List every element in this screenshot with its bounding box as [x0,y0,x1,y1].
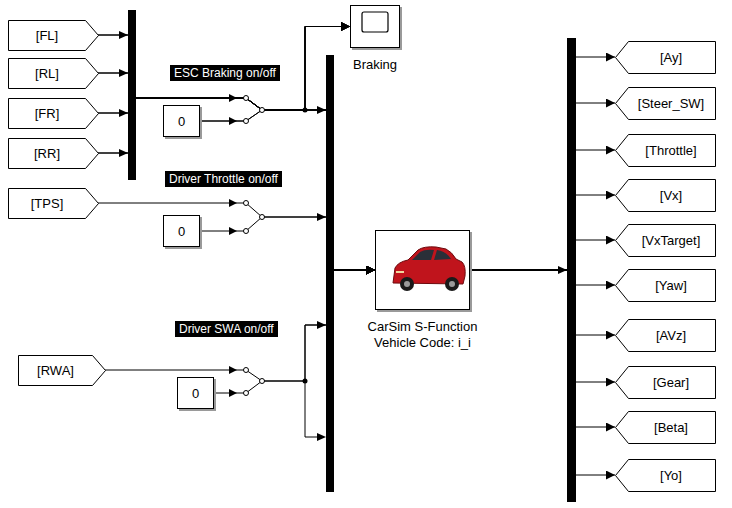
goto-tag: [Beta] [615,411,715,443]
goto-tag: [Throttle] [615,134,715,166]
tag-shape [616,180,716,212]
signal-wire [470,270,615,427]
tag-text: [AVz] [644,328,686,343]
block-caption: Braking [351,57,399,72]
switch-label: ESC Braking on/off [170,65,280,81]
signal-wire [470,150,615,270]
signal-wire [470,270,615,335]
port-arrows [119,31,567,441]
goto-tag: [Gear] [615,366,715,398]
tag-text: [RWA] [37,363,86,378]
scope-screen [362,12,388,32]
tag-text: [Ay] [648,50,682,65]
goto-tag: [AVz] [615,319,715,351]
tag-text: 0 [192,386,199,401]
tag-shape [616,460,716,492]
branch-wire [305,381,317,437]
scope-block: Braking [350,5,400,48]
tag-shape [19,356,106,386]
tag-text: [FL] [36,28,70,43]
signal-wire [105,270,375,381]
signal-wire [200,110,375,270]
signal-wire [470,103,615,270]
signal-wire [200,217,375,270]
signal-wire [470,270,615,382]
signal-wire [470,270,615,475]
tag-shape [9,99,99,129]
tag-shape [616,135,716,167]
signal-wire [470,195,615,270]
tag-shape [616,225,716,257]
constant-block: 0 [163,105,200,137]
tag-shape [9,139,99,169]
junction-dots [303,108,308,384]
tag-shape [9,189,99,219]
tag-text: [Yaw] [643,278,687,293]
mux-bar [128,10,136,180]
tag-shape [9,59,99,89]
tag-text: [RL] [35,66,71,81]
tag-text: [VxTarget] [630,233,701,248]
signal-wire [470,270,615,285]
car-illustration [393,247,465,291]
tag-text: [Beta] [642,420,688,435]
tag-shape [616,42,716,74]
tag-text: [TPS] [31,196,76,211]
block-caption: Vehicle Code: i_i [372,335,473,350]
tag-text: [Steer_SW] [626,96,704,111]
s-function-block: CarSim S-FunctionVehicle Code: i_i [375,230,470,310]
tag-text: 0 [178,224,185,239]
tag-text: [FR] [35,106,72,121]
tag-shape [616,320,716,352]
tag-shape [616,270,716,302]
from-tag: [FR] [8,98,98,128]
tag-shape [9,21,99,51]
from-tag: [RL] [8,58,98,88]
goto-tag: [Vx] [615,179,715,211]
tag-shape [616,367,716,399]
goto-tag: [Ay] [615,41,715,73]
tag-text: [Gear] [641,375,689,390]
signal-wire [470,57,615,270]
goto-tag: [Yo] [615,459,715,491]
goto-tag: [VxTarget] [615,224,715,256]
demux-bar [567,38,576,502]
constant-block: 0 [177,377,214,409]
signal-wire [470,240,615,270]
tag-text: [Vx] [648,188,682,203]
from-tag: [RWA] [18,355,105,385]
goto-tag: [Yaw] [615,269,715,301]
tag-text: [RR] [34,146,72,161]
mux-bar [326,55,334,492]
constant-block: 0 [163,215,200,247]
tag-text: 0 [178,114,185,129]
switch-contacts [244,96,265,396]
from-tag: [FL] [8,20,98,50]
tag-shape [616,412,716,444]
block-caption: CarSim S-Function [366,319,480,334]
switch-label: Driver SWA on/off [175,321,278,337]
from-tag: [TPS] [8,188,98,218]
from-tag: [RR] [8,138,98,168]
tag-shape [616,88,716,120]
switch-label: Driver Throttle on/off [165,171,282,187]
tag-text: [Throttle] [633,143,696,158]
tag-text: [Yo] [648,468,682,483]
goto-tag: [Steer_SW] [615,87,715,119]
